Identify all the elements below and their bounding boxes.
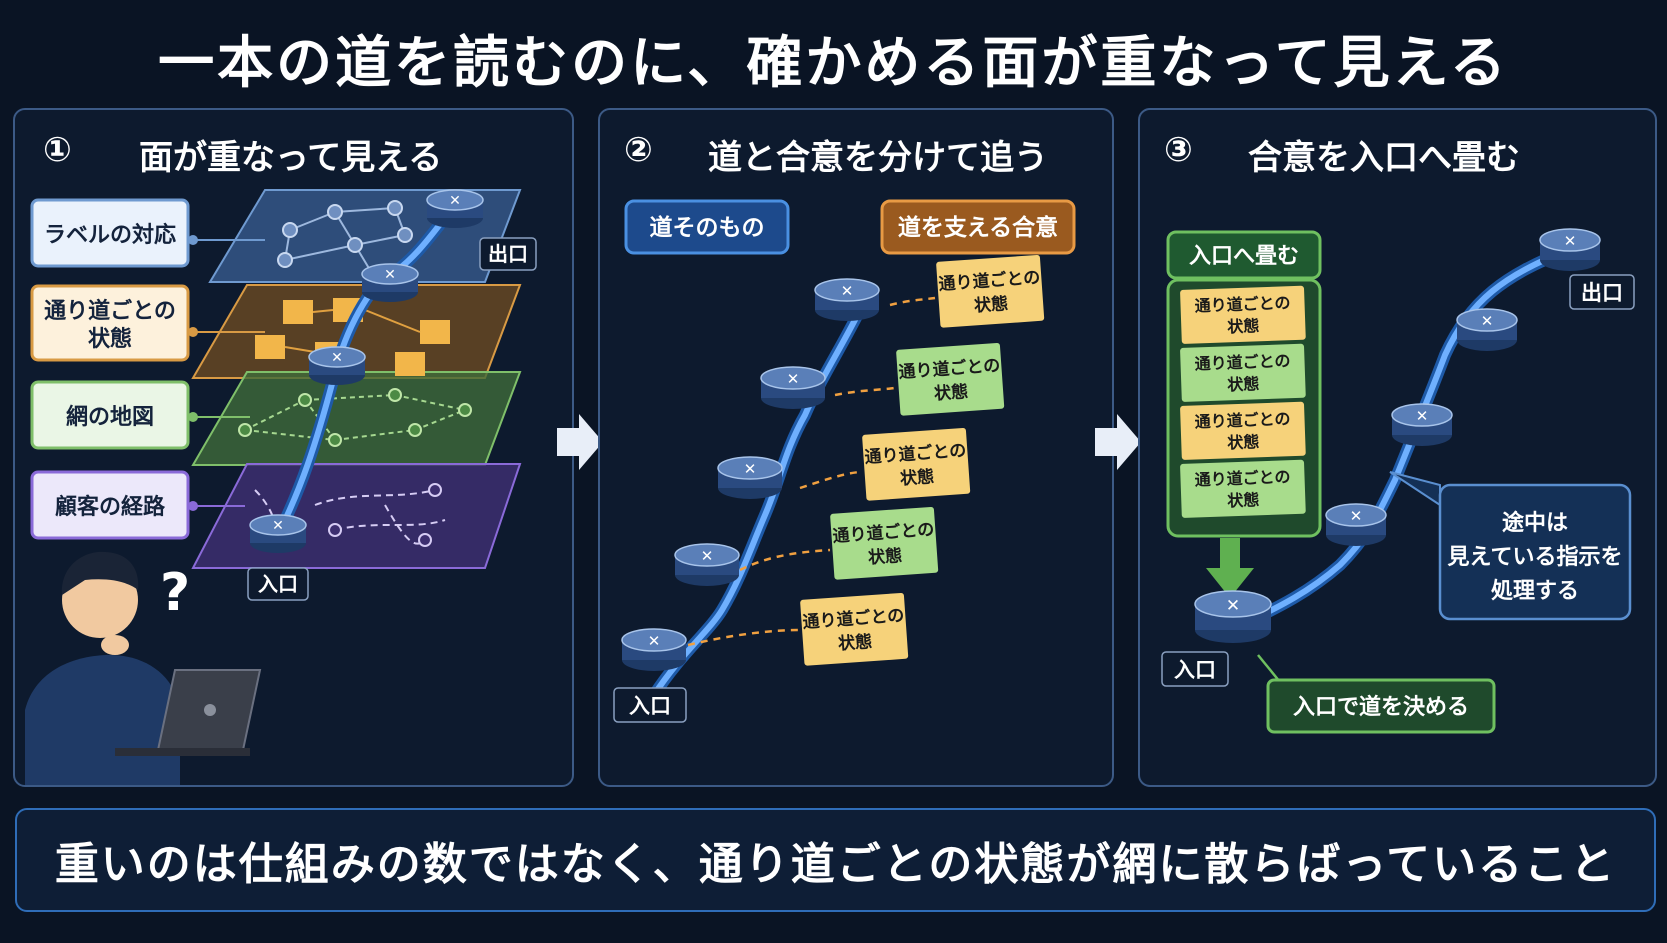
entry-router-icon: ✕	[1194, 590, 1272, 643]
svg-text:状態: 状態	[933, 381, 968, 404]
entry-label: 入口	[629, 694, 671, 718]
svg-text:✕: ✕	[1226, 596, 1240, 616]
svg-text:状態: 状態	[1227, 490, 1260, 510]
plane-graph-nodes	[277, 200, 413, 268]
svg-text:状態: 状態	[1227, 432, 1260, 452]
svg-text:通り道ごとの: 通り道ごとの	[1194, 351, 1290, 373]
path-itself-label: 道そのもの	[650, 214, 765, 241]
fold-to-entry-label: 入口へ畳む	[1189, 244, 1299, 269]
router-icon: ✕	[1325, 503, 1387, 546]
plane-customer-route	[191, 463, 522, 569]
router-icon: ✕	[674, 543, 740, 586]
plane-network-map	[191, 371, 522, 466]
router-icon: ✕	[760, 366, 826, 409]
state-note: 通り道ごとの 状態	[1180, 401, 1306, 460]
panel-1-number: ①	[43, 130, 72, 170]
panel-overlapping-planes: ① 面が重なって見える	[13, 108, 574, 787]
panel-2-number: ②	[624, 130, 653, 170]
fold-down-arrow-icon	[1206, 538, 1254, 598]
layer-label-mapping: ラベルの対応	[44, 222, 176, 248]
exit-label: 出口	[488, 242, 528, 266]
plane-state-notes	[255, 298, 450, 376]
layer-label-mapping-box	[30, 198, 190, 268]
layer-label-path-state: 通り道ごとの状態	[44, 298, 176, 352]
layer-label-network-box	[30, 380, 190, 450]
fold-to-entry-diagram: 入口へ畳む 通り道ごとの 状態 通り道ごとの 状態 通り道ごとの 状態 通り道ご…	[1161, 228, 1635, 734]
svg-text:状態: 状態	[867, 545, 902, 568]
router-icon: ✕	[1539, 228, 1601, 271]
svg-text:状態: 状態	[973, 293, 1008, 316]
svg-text:✕: ✕	[1564, 232, 1577, 250]
decide-at-entry-label: 入口で道を決める	[1293, 694, 1469, 720]
layer-label-state-box	[30, 284, 190, 362]
router-icon: ✕	[249, 514, 307, 553]
panel-3-title: 合意を入口へ畳む	[1248, 138, 1520, 178]
svg-text:✕: ✕	[1481, 312, 1494, 330]
svg-text:通り道ごとの: 通り道ごとの	[1194, 467, 1290, 489]
panel-separate-path-agreement: ② 道と合意を分けて追う 道そのもの 道を支える合意 ✕ ✕	[598, 108, 1114, 787]
panel-1-title: 面が重なって見える	[139, 138, 443, 178]
svg-text:✕: ✕	[701, 547, 714, 565]
svg-text:✕: ✕	[1416, 407, 1429, 425]
entry-label: 入口	[258, 572, 298, 596]
state-note: 通り道ごとの 状態	[862, 427, 971, 501]
supporting-agreement-label: 道を支える合意	[898, 214, 1058, 241]
exit-label: 出口	[1581, 281, 1623, 305]
panel-3-number: ③	[1164, 130, 1193, 170]
router-icon: ✕	[621, 628, 687, 671]
router-icon: ✕	[814, 278, 880, 321]
panel-fold-to-entry: ③ 合意を入口へ畳む 入口へ畳む 通り道ごとの 状態 通り道ごとの 状態 通り道…	[1138, 108, 1657, 787]
next-arrow-icon	[557, 414, 603, 470]
svg-text:状態: 状態	[1227, 374, 1260, 394]
router-icon: ✕	[361, 263, 419, 302]
state-note: 通り道ごとの 状態	[830, 506, 939, 580]
layer-stack-diagram: ✕ ✕ ✕ ✕ 出口 入口 ラベルの対応	[25, 189, 537, 785]
state-note: 通り道ごとの 状態	[1180, 285, 1306, 344]
svg-text:✕: ✕	[272, 518, 284, 534]
router-icon: ✕	[1391, 403, 1453, 446]
svg-text:✕: ✕	[331, 350, 343, 366]
svg-text:✕: ✕	[841, 282, 854, 300]
svg-text:✕: ✕	[648, 632, 661, 650]
state-note: 通り道ごとの 状態	[936, 254, 1045, 328]
router-icon: ✕	[717, 456, 783, 499]
svg-text:✕: ✕	[449, 193, 461, 209]
svg-text:通り道ごとの: 通り道ごとの	[1194, 409, 1290, 431]
state-note: 通り道ごとの 状態	[1180, 343, 1306, 402]
svg-text:通り道ごとの: 通り道ごとの	[1194, 293, 1290, 315]
midway-callout	[1438, 483, 1632, 621]
svg-text:状態: 状態	[1227, 316, 1260, 336]
panel-2-title: 道と合意を分けて追う	[708, 138, 1048, 178]
next-arrow-icon	[1095, 414, 1141, 470]
midway-callout-text: 途中は見えている指示を処理する	[1448, 510, 1623, 604]
entry-label: 入口	[1174, 658, 1216, 682]
router-icon: ✕	[308, 346, 366, 385]
layer-label-customer-box	[30, 470, 190, 540]
laptop-icon	[115, 669, 262, 756]
svg-text:✕: ✕	[1350, 507, 1363, 525]
agreement-connectors	[687, 296, 936, 647]
svg-text:✕: ✕	[787, 370, 800, 388]
svg-text:状態: 状態	[837, 631, 872, 654]
page-title: 一本の道を読むのに、確かめる面が重なって見える	[158, 31, 1509, 96]
state-note: 通り道ごとの 状態	[896, 342, 1005, 416]
path-agreement-diagram: 道そのもの 道を支える合意 ✕ ✕ ✕	[613, 199, 1076, 723]
question-mark: ?	[160, 563, 190, 623]
summary-bar: 重いのは仕組みの数ではなく、通り道ごとの状態が網に散らばっていること	[15, 808, 1656, 912]
layer-label-network-map: 網の地図	[66, 404, 154, 430]
svg-text:状態: 状態	[899, 466, 934, 489]
summary-text: 重いのは仕組みの数ではなく、通り道ごとの状態が網に散らばっていること	[54, 839, 1617, 890]
svg-text:✕: ✕	[384, 267, 396, 283]
router-icon: ✕	[426, 189, 484, 228]
layer-label-customer-route: 顧客の経路	[55, 494, 166, 520]
router-icon: ✕	[1456, 308, 1518, 351]
state-note: 通り道ごとの 状態	[1180, 459, 1306, 518]
state-note: 通り道ごとの 状態	[800, 592, 909, 666]
svg-text:✕: ✕	[744, 460, 757, 478]
